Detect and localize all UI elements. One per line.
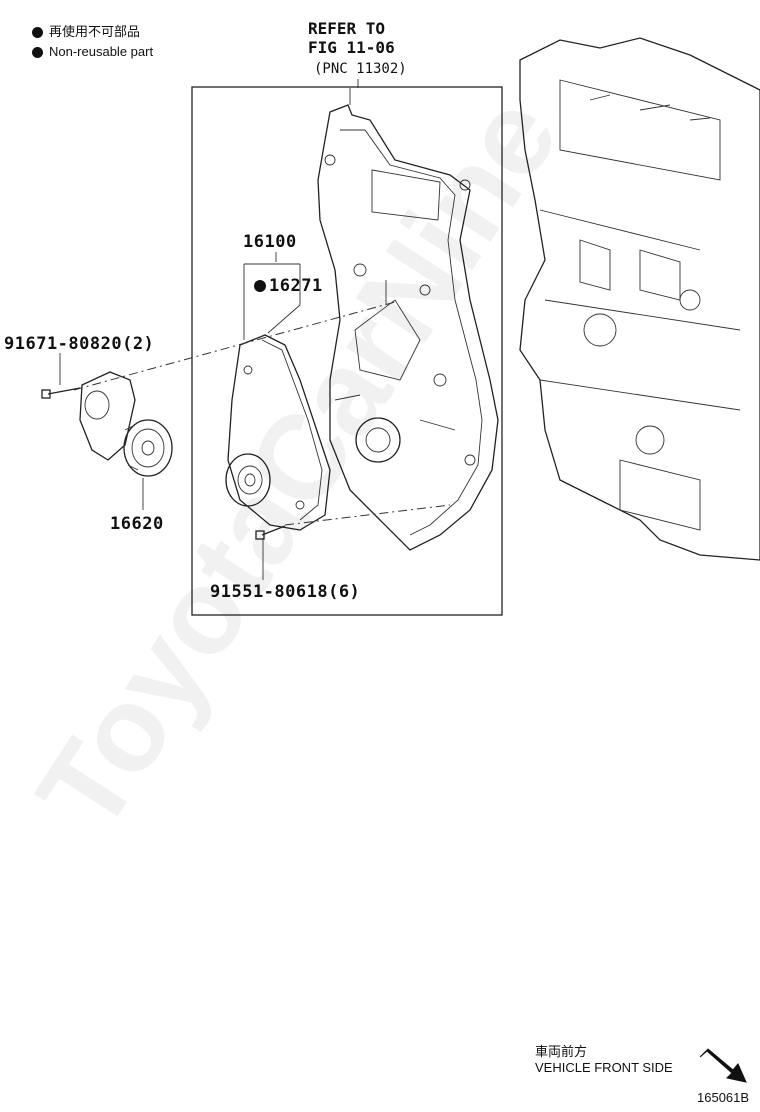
legend-en-text: Non-reusable part xyxy=(49,44,154,59)
bolt-91671-illustration xyxy=(41,387,81,399)
non-reusable-dot-icon xyxy=(254,280,266,292)
reference-box xyxy=(191,86,503,616)
alignment-line-upper xyxy=(73,301,396,391)
part-label-16271[interactable]: 16271 xyxy=(254,276,323,296)
alignment-line-lower xyxy=(284,504,451,526)
engine-block-illustration xyxy=(519,37,760,561)
reference-line-2: FIG 11-06 xyxy=(308,38,395,57)
timing-cover-illustration xyxy=(317,104,499,551)
figure-id: 165061B xyxy=(697,1090,750,1105)
part-label-91551[interactable]: 91551-80618(6) xyxy=(210,582,361,602)
legend-jp: 再使用不可部品 xyxy=(32,24,140,40)
reference-line-1: REFER TO xyxy=(308,19,386,38)
legend-en: Non-reusable part xyxy=(32,44,153,60)
legend-jp-text: 再使用不可部品 xyxy=(49,24,141,39)
front-side-en: VEHICLE FRONT SIDE xyxy=(535,1060,673,1075)
belt-tensioner-illustration xyxy=(79,371,173,477)
leader-lines xyxy=(59,79,359,580)
part-label-16620[interactable]: 16620 xyxy=(110,514,164,534)
front-side-jp: 車両前方 xyxy=(535,1044,588,1059)
part-label-16100[interactable]: 16100 xyxy=(243,232,297,252)
front-side-arrow-icon xyxy=(699,1048,747,1083)
part-label-16271-text: 16271 xyxy=(269,276,323,296)
bolt-91551-illustration xyxy=(255,525,286,540)
part-label-91671[interactable]: 91671-80820(2) xyxy=(4,334,155,354)
reference-line-3: (PNC 11302) xyxy=(314,61,407,77)
water-pump-illustration xyxy=(225,334,331,531)
non-reusable-dot-icon xyxy=(32,26,43,38)
non-reusable-dot-icon xyxy=(32,46,43,58)
